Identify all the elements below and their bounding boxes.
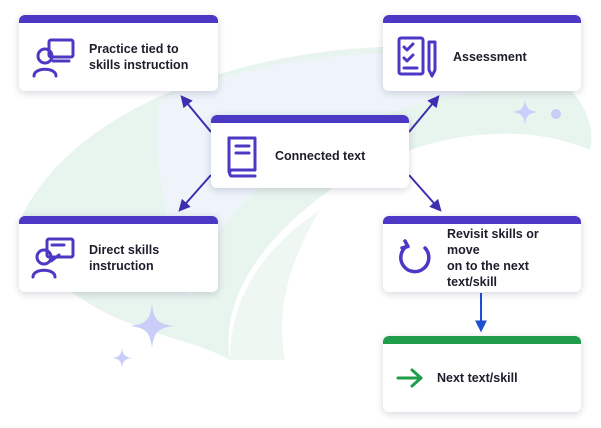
checklist-pencil-icon [395, 34, 441, 80]
sparkle-small-icon [111, 347, 133, 369]
node-practice-label: Practice tied to skills instruction [89, 42, 189, 72]
right-arrow-icon [395, 366, 425, 390]
node-practice: Practice tied to skills instruction [19, 15, 218, 91]
node-direct-skills: Direct skills instruction [19, 216, 218, 292]
book-icon [223, 134, 263, 178]
person-presenting-icon [31, 235, 77, 281]
sparkle-dot-icon [551, 109, 561, 119]
node-connected-text: Connected text [211, 115, 409, 188]
node-assessment-label: Assessment [453, 50, 527, 64]
sparkle-large-icon [130, 304, 174, 348]
sparkle-right-icon [512, 99, 538, 125]
node-assessment: Assessment [383, 15, 581, 91]
circular-arrow-icon [395, 238, 435, 278]
node-revisit: Revisit skills or move on to the next te… [383, 216, 581, 292]
node-direct-label: Direct skills instruction [89, 243, 160, 273]
node-revisit-label: Revisit skills or move on to the next te… [447, 227, 539, 289]
person-at-computer-icon [31, 34, 77, 80]
node-next: Next text/skill [383, 336, 581, 412]
node-connected-label: Connected text [275, 148, 366, 163]
node-next-label: Next text/skill [437, 371, 518, 385]
